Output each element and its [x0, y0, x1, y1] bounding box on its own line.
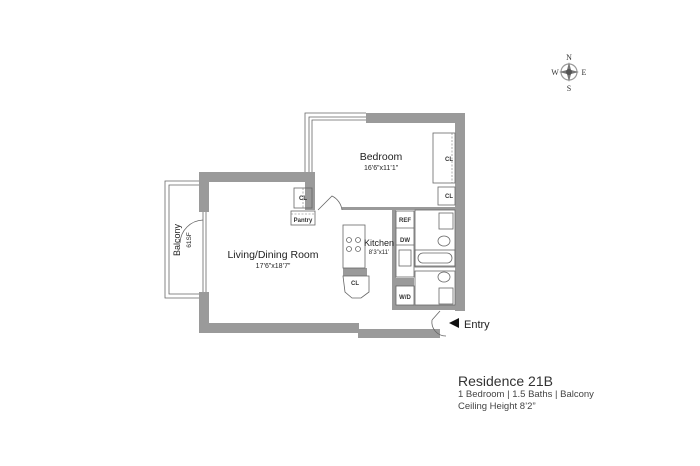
- closet-label: CL: [351, 281, 359, 287]
- living-room-dims: 17’6”x18’7”: [256, 263, 291, 270]
- balcony-area: 61SF: [186, 232, 193, 248]
- compass-east: E: [582, 68, 587, 77]
- residence-title: Residence 21B: [458, 373, 553, 389]
- balcony-name: Balcony: [172, 223, 182, 256]
- kitchen-dims: 8’3”x11’: [369, 250, 390, 256]
- closet-label: CL: [299, 196, 307, 202]
- bedroom-name: Bedroom: [360, 151, 403, 163]
- compass-south: S: [567, 84, 571, 93]
- entry-arrow-icon: [449, 318, 459, 328]
- closet-label: CL: [445, 157, 453, 163]
- washer-dryer-label: W/D: [399, 295, 411, 301]
- compass-west: W: [551, 68, 559, 77]
- kitchen-name: Kitchen: [364, 238, 394, 248]
- residence-summary: 1 Bedroom | 1.5 Baths | Balcony: [458, 389, 594, 400]
- entry-label: Entry: [464, 319, 490, 331]
- closet-label: CL: [445, 194, 453, 200]
- refrigerator-label: REF: [399, 218, 411, 224]
- residence-info: Residence 21B 1 Bedroom | 1.5 Baths | Ba…: [458, 373, 594, 413]
- compass-north: N: [566, 53, 572, 62]
- bedroom-dims: 16’6”x11’1”: [364, 165, 399, 172]
- compass-rose-icon: N S W E: [551, 53, 586, 93]
- pantry-label: Pantry: [294, 218, 313, 224]
- walls: [164, 112, 465, 338]
- fixtures: [290, 132, 456, 306]
- dishwasher-label: DW: [400, 238, 410, 244]
- ceiling-height: Ceiling Height 8’2”: [458, 401, 536, 412]
- living-room-name: Living/Dining Room: [227, 249, 318, 261]
